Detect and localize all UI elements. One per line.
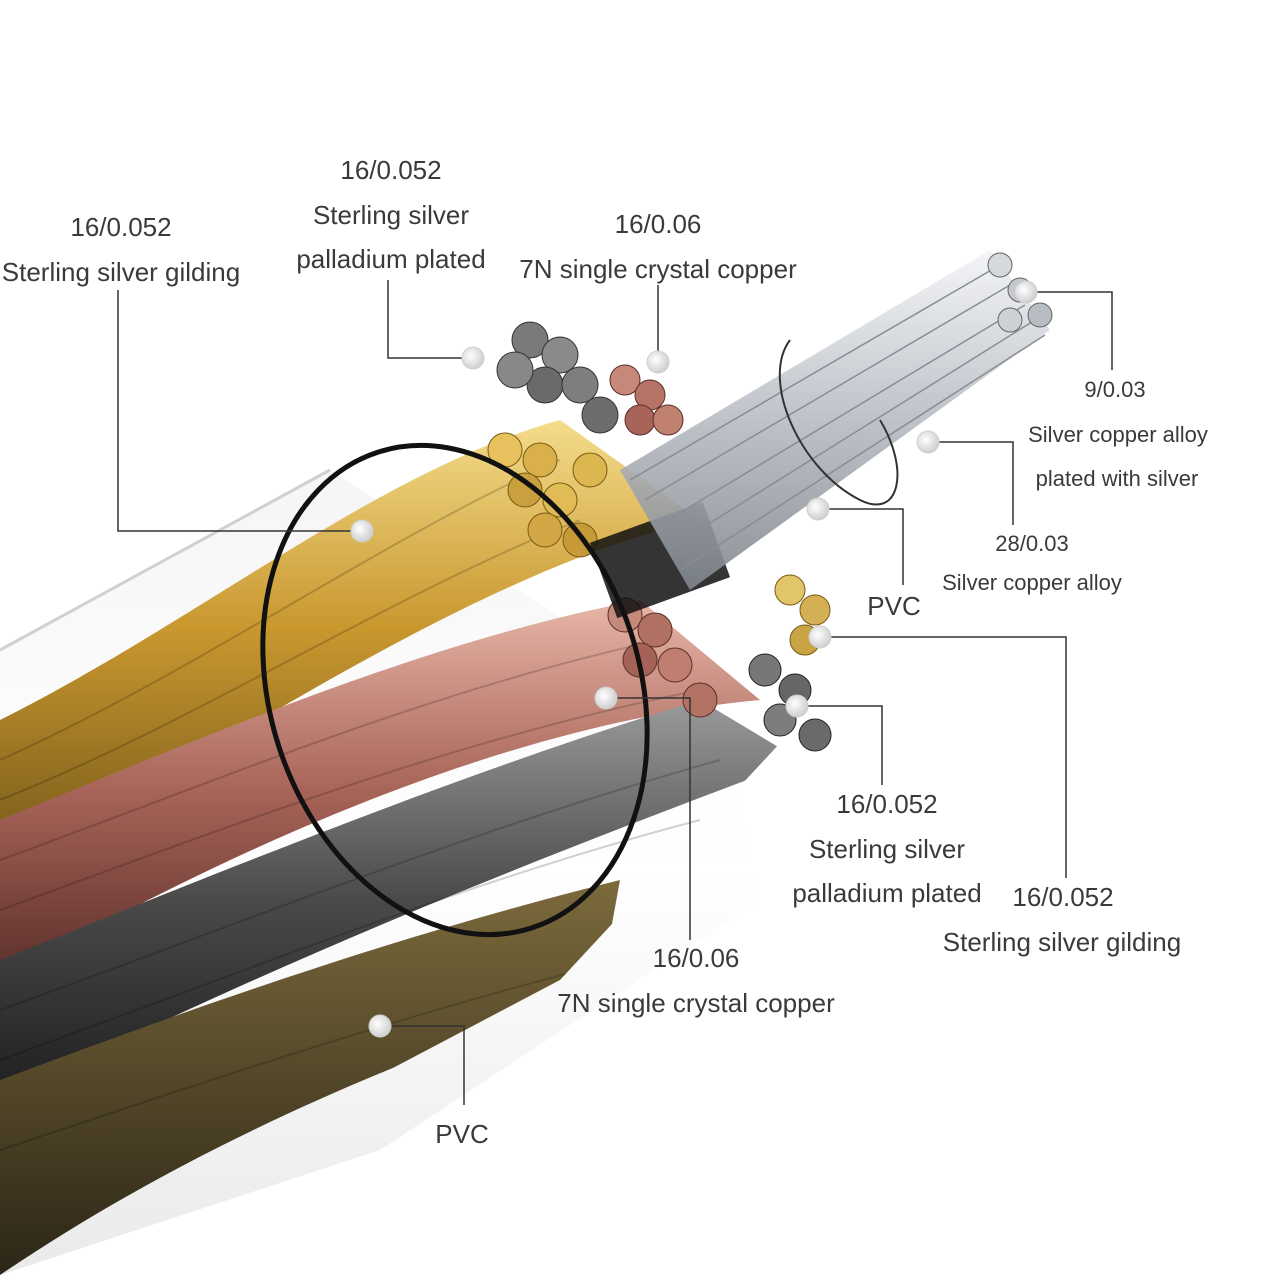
label-tl-gild-name: Sterling silver gilding [1,257,241,287]
label-tl-cu-name: 7N single crystal copper [519,254,797,284]
pvc-ring-outline [260,442,650,938]
leader-line-b-cu [606,697,691,940]
silver-alloy-core [620,250,1053,590]
callout-dots [350,280,1038,1038]
label-br-gild-spec: 16/0.052 [1012,882,1114,912]
callout-dot-icon [646,350,670,374]
callout-dot-icon [461,346,485,370]
label-br-pall-name-2: palladium plated [792,878,982,908]
label-pvc-outer: PVC [435,1119,489,1149]
callout-dot-icon [1014,280,1038,304]
leader-line-r-9 [1026,291,1113,370]
label-tl-pall-name-2: palladium plated [296,244,486,274]
label-pvc-inner: PVC [867,591,921,621]
label-r-28-name: Silver copper alloy [942,570,1122,595]
palladium-strand-ends-top [496,321,619,434]
leader-lines [117,280,1113,1105]
gold-strand-ends [487,432,608,558]
callout-dot-icon [916,430,940,454]
label-b-cu-spec: 16/0.06 [652,943,740,973]
leader-line-br-gild [820,636,1067,878]
leader-line-pvc-in [818,508,904,585]
callout-dot-icon [808,625,832,649]
label-br-pall-spec: 16/0.052 [836,789,938,819]
leader-line-r-28 [928,441,1014,525]
leader-line-tl-gild [117,290,362,532]
copper-strand-ends-top [609,364,684,436]
label-tl-pall-name-1: Sterling silver [312,200,470,230]
label-r-28-spec: 28/0.03 [995,531,1069,556]
outer-pvc-jacket-edge [0,468,331,652]
callout-dot-icon [368,1014,392,1038]
leader-line-pvc-out [380,1025,465,1105]
inner-pvc-ring [778,339,899,506]
label-tl-pall-spec: 16/0.052 [340,155,442,185]
label-br-gild-name: Sterling silver gilding [942,927,1182,957]
cable-bundle-body [0,420,800,1275]
callout-dot-icon [350,519,374,543]
label-b-cu-name: 7N single crystal copper [557,988,835,1018]
callout-dot-icon [594,686,618,710]
label-r-9-name-2: plated with silver [1035,466,1199,491]
label-r-9-name-1: Silver copper alloy [1028,422,1208,447]
label-tl-gild-spec: 16/0.052 [70,212,172,242]
leader-line-tl-pall [387,280,473,359]
label-r-9-spec: 9/0.03 [1084,377,1146,402]
callout-dot-icon [806,497,830,521]
leader-line-br-pall [797,705,883,785]
palladium-strand-ends-bottom [748,653,832,752]
label-tl-cu-spec: 16/0.06 [614,209,702,239]
callout-dot-icon [785,694,809,718]
label-br-pall-name-1: Sterling silver [808,834,966,864]
